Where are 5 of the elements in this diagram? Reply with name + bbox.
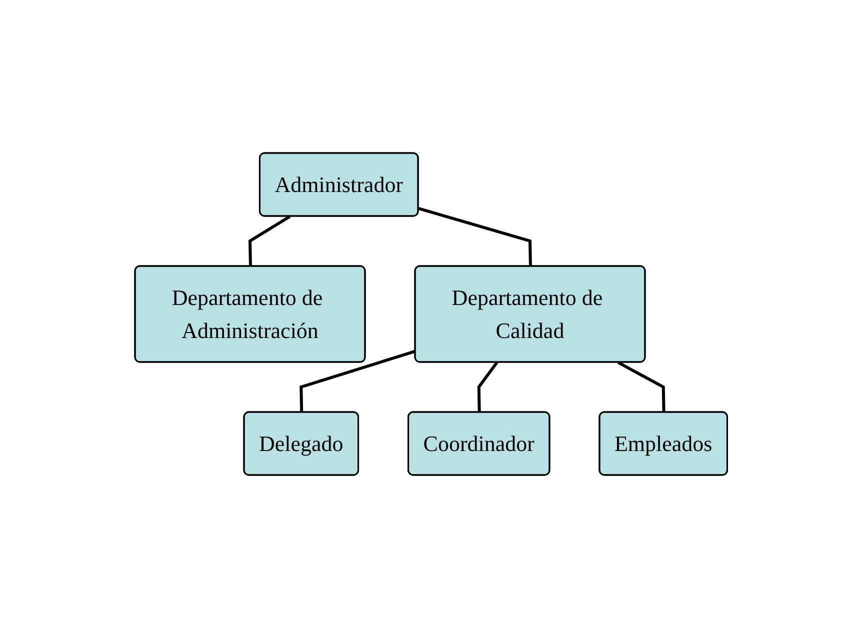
connector (248, 214, 291, 266)
connector (618, 360, 666, 412)
connector (478, 361, 498, 412)
connector (418, 206, 532, 266)
connector (300, 349, 416, 412)
